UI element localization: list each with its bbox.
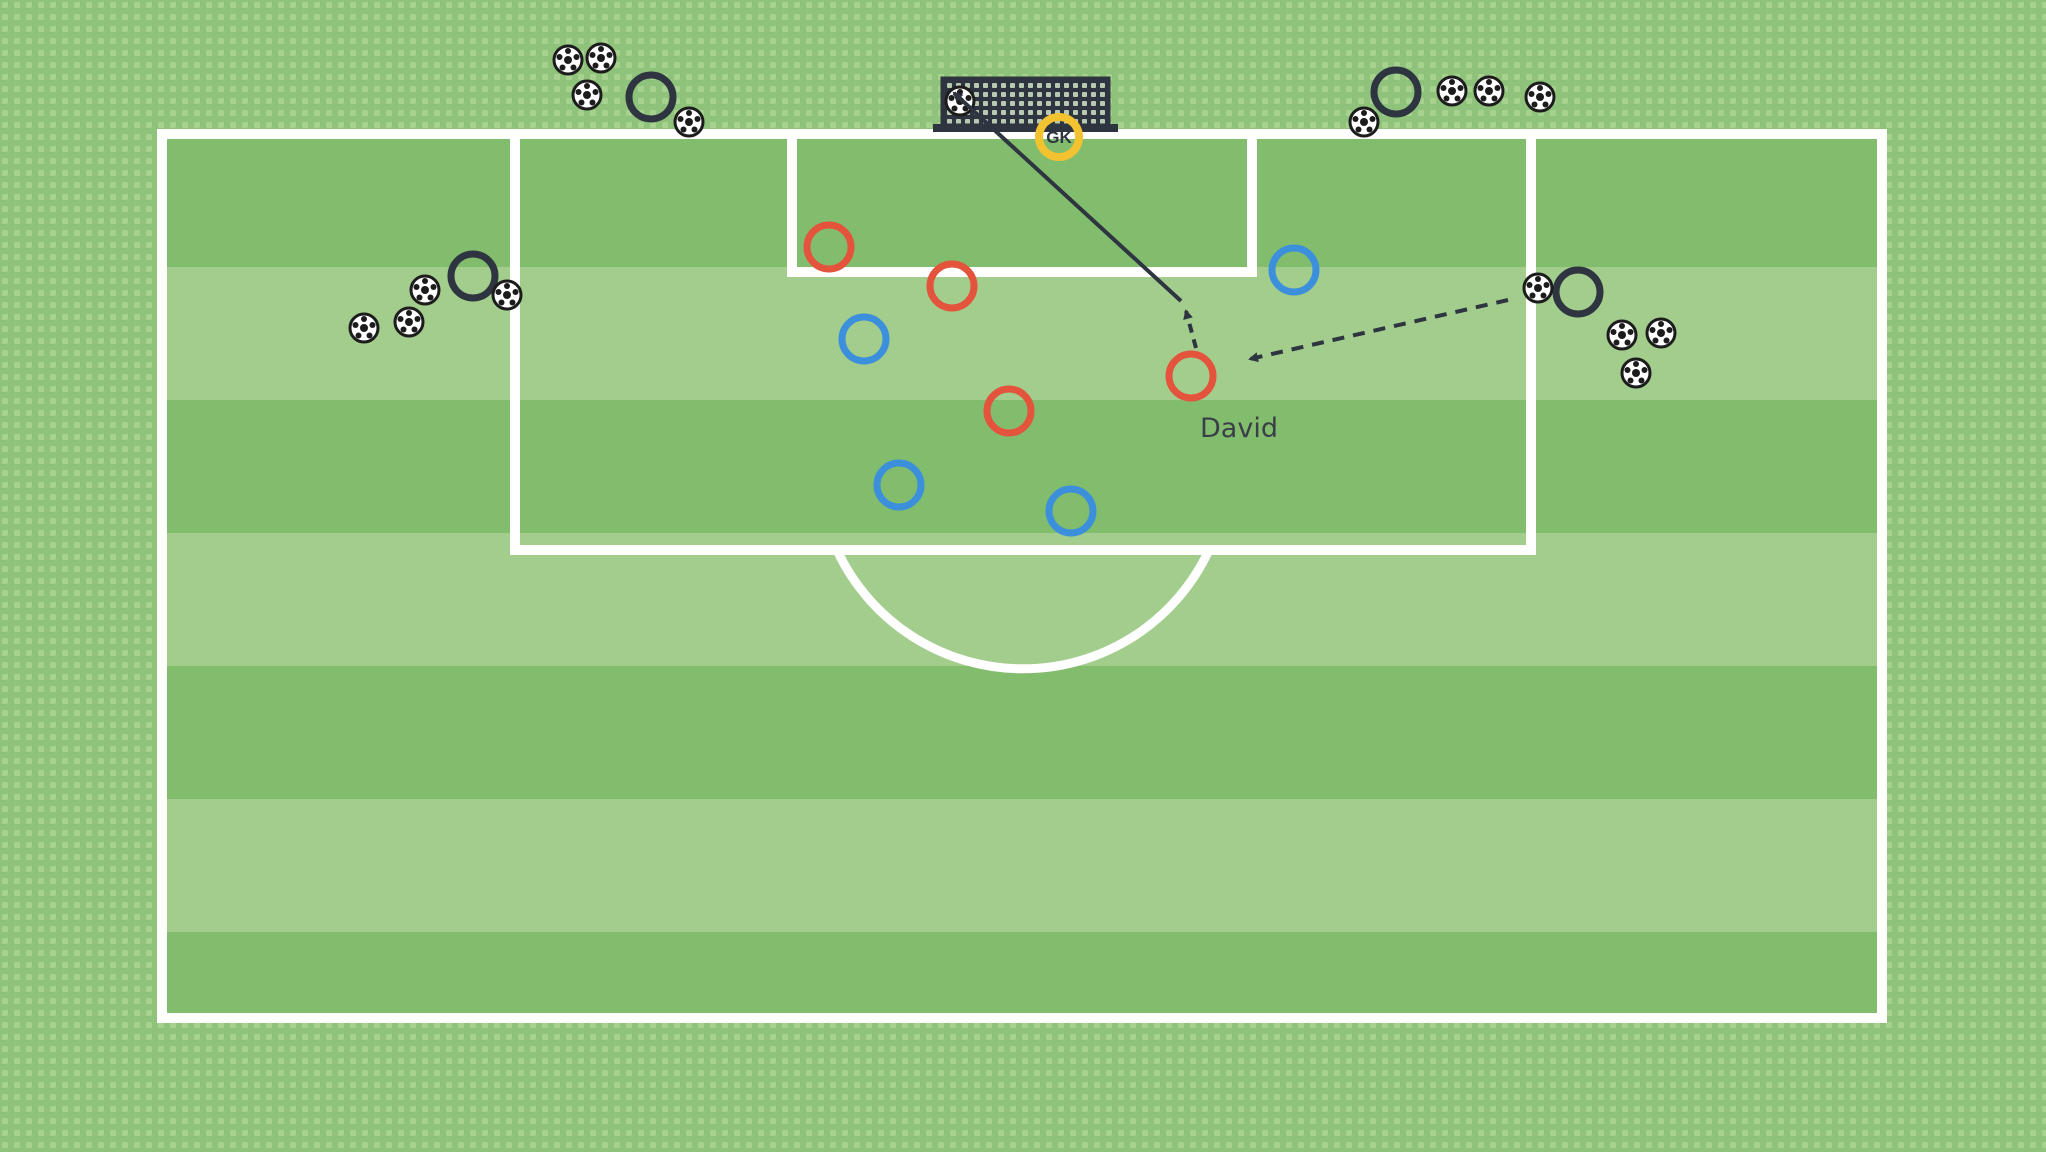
blue-team: [838, 244, 1320, 537]
soccer-ball-icon: [673, 106, 705, 138]
soccer-ball-icon: [1348, 106, 1380, 138]
red-team: [803, 221, 1217, 437]
soccer-ball-icon: [552, 44, 584, 76]
soccer-ball-icon: [571, 79, 603, 111]
server-marker: [1552, 266, 1604, 318]
red-player-marker: [803, 221, 855, 273]
red-player-marker: [983, 385, 1035, 437]
soccer-ball-icon: [348, 312, 380, 344]
soccer-ball-icon: [1473, 75, 1505, 107]
run-arrow: [1183, 309, 1198, 349]
server-marker: [447, 250, 499, 302]
red-player-marker: [926, 260, 978, 312]
soccer-ball-icon: [1522, 272, 1554, 304]
pitch-stripe: [162, 799, 1882, 932]
servers: [447, 66, 1604, 318]
soccer-ball-icon: [409, 274, 441, 306]
goalkeeper-label: GK: [1046, 128, 1072, 147]
pitch-stripe: [162, 533, 1882, 666]
blue-player-marker: [1045, 485, 1097, 537]
pitch-stripe: [162, 267, 1882, 400]
soccer-ball-icon: [1524, 81, 1556, 113]
player-name-label: David: [1200, 413, 1278, 444]
penalty-arc: [832, 548, 1214, 674]
pass-arrow: [1248, 298, 1509, 363]
red-player-marker-david: [1165, 350, 1217, 402]
goalkeeper: GK: [1035, 113, 1083, 161]
goalkeeper-marker: [1035, 113, 1083, 161]
soccer-ball-icon: [393, 306, 425, 338]
pitch-stripe: [162, 932, 1882, 1018]
soccer-ball-icon: [1436, 75, 1468, 107]
soccer-ball-icon: [491, 279, 523, 311]
soccer-ball-icon: [1645, 317, 1677, 349]
blue-player-marker: [1268, 244, 1320, 296]
pitch-stripe: [162, 400, 1882, 533]
pitch-stripe: [162, 666, 1882, 799]
server-marker: [1370, 66, 1422, 118]
soccer-ball-icon: [585, 42, 617, 74]
server-marker: [625, 71, 677, 123]
soccer-ball-icon: [1620, 357, 1652, 389]
goal-line-bar: [933, 124, 1118, 132]
blue-player-marker: [873, 459, 925, 511]
pitch: [157, 129, 1887, 1023]
soccer-ball-icon: [1606, 319, 1638, 351]
blue-player-marker: [838, 313, 890, 365]
shot-arrow: [952, 91, 1183, 303]
six-yard-box: [787, 129, 1257, 277]
